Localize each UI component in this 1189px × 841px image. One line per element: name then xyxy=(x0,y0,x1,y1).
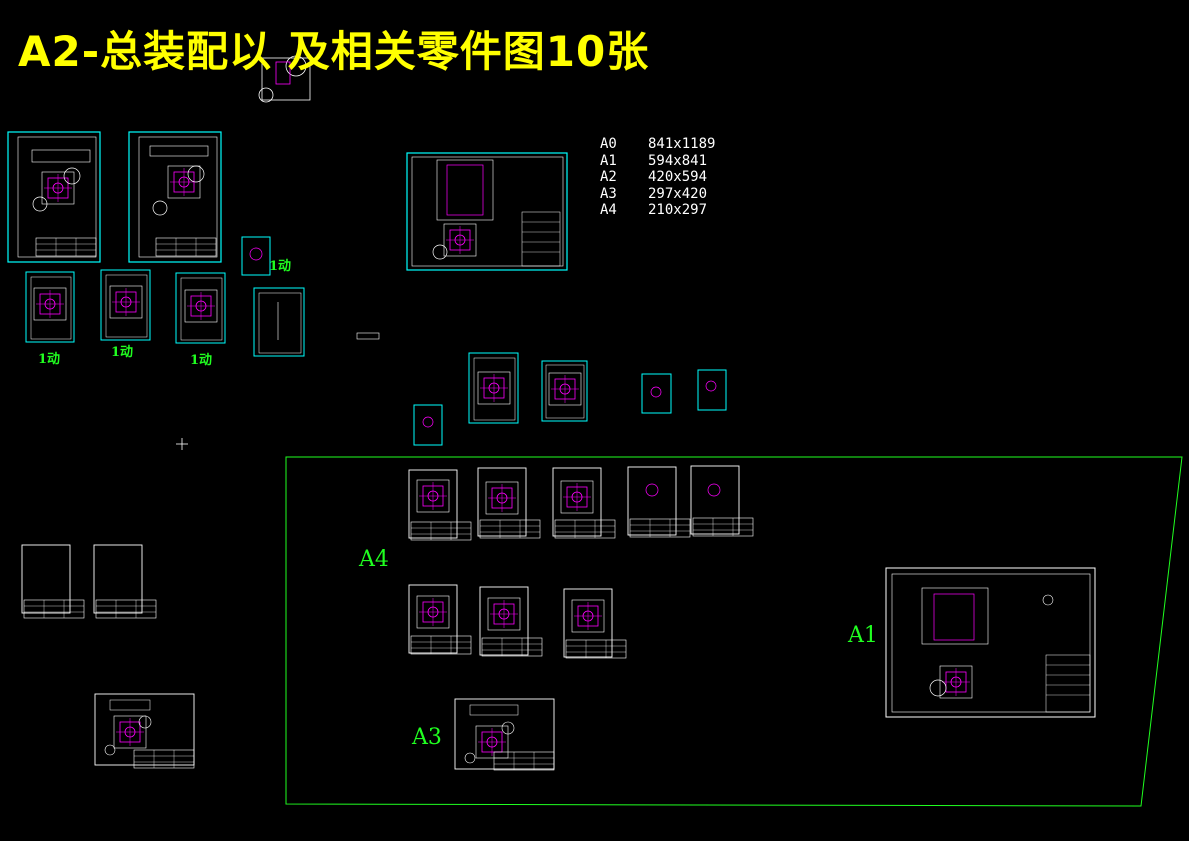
mid-sheet-c[interactable] xyxy=(641,373,672,414)
a2-assembly-sheet-1[interactable] xyxy=(7,131,101,263)
small-sheet-a[interactable] xyxy=(25,271,75,343)
small-sheet-c[interactable] xyxy=(175,272,226,344)
paper-size-table: A0 841x1189 A1 594x841 A2 420x594 A3 297x420… xyxy=(600,136,715,219)
a4-sheet-6[interactable] xyxy=(408,584,472,655)
page-title: A2-总装配以 及相关零件图10张 xyxy=(18,27,650,76)
mid-sheet-e[interactable] xyxy=(413,404,443,446)
paper-size-value: 594x841 xyxy=(648,152,708,169)
a4-sheet-1[interactable] xyxy=(408,469,472,541)
label-moving-part: 1动 xyxy=(38,352,61,367)
paper-size-value: 420x594 xyxy=(648,169,708,185)
paper-size-row: A4 210x297 xyxy=(600,202,715,219)
paper-size-row: A0 841x1189 xyxy=(600,136,715,153)
a4-sheet-8[interactable] xyxy=(563,588,627,659)
small-sheet-b[interactable] xyxy=(100,269,151,341)
paper-size-row: A3 297x420 xyxy=(600,186,715,203)
paper-size-name: A1 xyxy=(600,152,617,169)
a4-sheet-3[interactable] xyxy=(552,467,616,539)
a2-assembly-sheet-2[interactable] xyxy=(128,131,222,263)
a4-sheet-5[interactable] xyxy=(690,465,754,537)
paper-size-value: 841x1189 xyxy=(648,136,716,152)
label-moving-part: 1动 xyxy=(190,353,213,368)
label-a1: A1 xyxy=(848,623,878,648)
label-a4: A4 xyxy=(359,547,389,572)
empty-a4-frame-1[interactable] xyxy=(21,544,85,619)
label-a3: A3 xyxy=(412,725,442,750)
empty-a4-frame-2[interactable] xyxy=(93,544,157,619)
a4-sheet-7[interactable] xyxy=(479,586,543,657)
paper-size-name: A0 xyxy=(600,136,617,152)
a1-assembly-sheet-top[interactable] xyxy=(406,152,568,271)
small-sheet-e[interactable] xyxy=(253,287,305,357)
top-assembly-thumbnail[interactable] xyxy=(258,55,311,103)
tiny-fragment xyxy=(356,332,380,340)
paper-size-row: A2 420x594 xyxy=(600,169,715,186)
paper-size-row: A1 594x841 xyxy=(600,153,715,170)
small-sheet-d[interactable] xyxy=(241,236,271,276)
a1-sheet[interactable] xyxy=(885,567,1096,718)
paper-size-name: A2 xyxy=(600,169,617,185)
sheet-group-boundary xyxy=(285,456,1183,807)
paper-size-name: A3 xyxy=(600,185,617,202)
a4-sheet-2[interactable] xyxy=(477,467,541,539)
a4-sheet-4[interactable] xyxy=(627,466,691,538)
a3-sheet[interactable] xyxy=(454,698,555,771)
crosshair-marker xyxy=(176,438,188,450)
mid-sheet-b[interactable] xyxy=(541,360,588,422)
paper-size-value: 297x420 xyxy=(648,185,708,202)
a3-assembly-sheet-left[interactable] xyxy=(94,693,195,769)
label-moving-part: 1动 xyxy=(111,345,134,360)
paper-size-value: 210x297 xyxy=(648,202,708,218)
mid-sheet-d[interactable] xyxy=(697,369,727,411)
mid-sheet-a[interactable] xyxy=(468,352,519,424)
label-moving-part: 1动 xyxy=(269,259,292,274)
paper-size-name: A4 xyxy=(600,202,617,218)
